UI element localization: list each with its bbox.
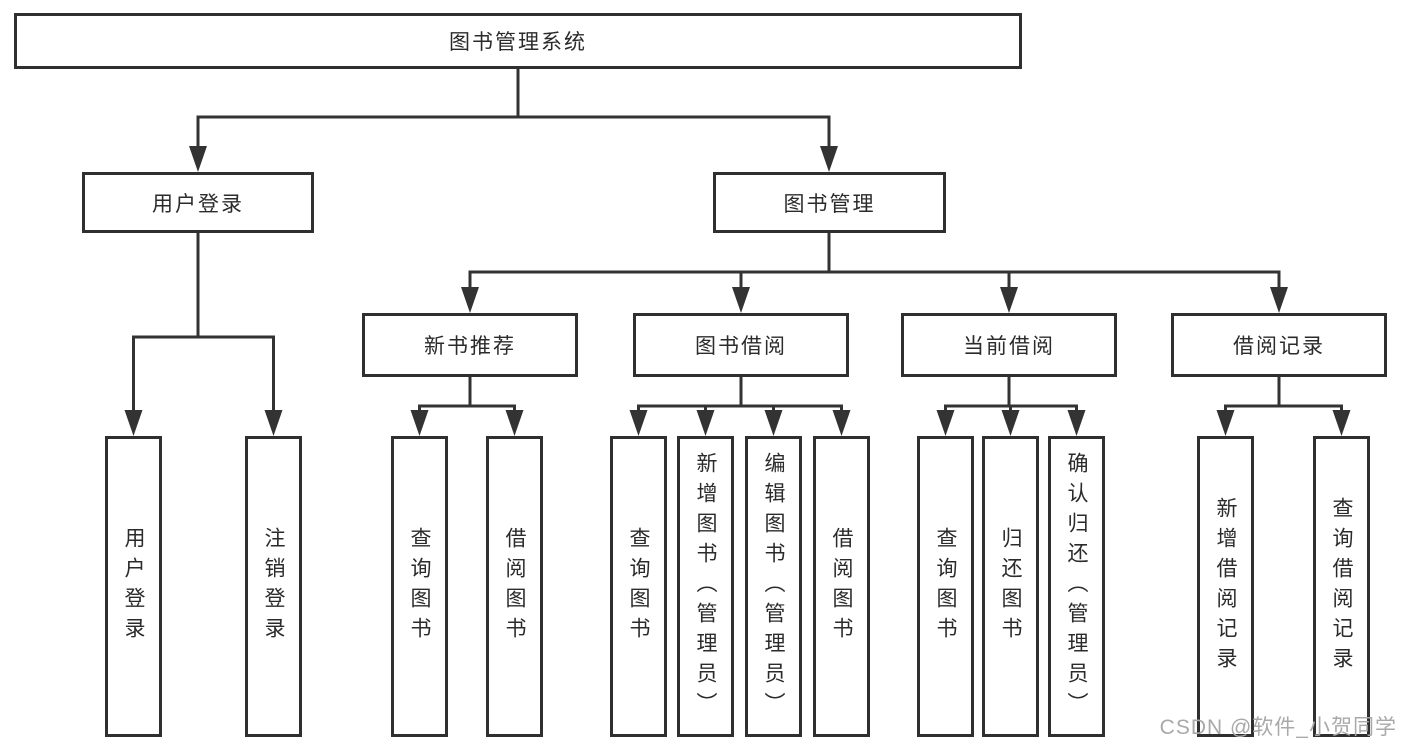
arrow-down-icon: [1001, 410, 1020, 436]
connector-current-borrow-children: [936, 377, 1086, 436]
leaf-add-borrow-record: 新增借阅记录: [1197, 436, 1254, 737]
arrow-down-icon: [732, 287, 750, 313]
csdn-watermark: CSDN @软件_小贺同学: [1159, 716, 1397, 739]
arrow-down-icon: [264, 410, 283, 436]
arrow-down-icon: [1332, 410, 1351, 436]
arrow-down-icon: [1216, 410, 1235, 436]
connector-root-to-level2: [189, 69, 838, 172]
leaf-return-book: 归还图书: [982, 436, 1039, 737]
arrow-down-icon: [1000, 287, 1018, 313]
node-borrow-records: 借阅记录: [1171, 313, 1387, 377]
node-label: 图书借阅: [695, 335, 787, 358]
arrow-down-icon: [764, 410, 783, 436]
leaf-query-book-current: 查询图书: [917, 436, 974, 737]
node-label: 图书管理: [783, 192, 876, 216]
arrow-down-icon: [1270, 287, 1288, 313]
node-label: 图书管理系统: [449, 31, 587, 54]
node-new-book-recommend: 新书推荐: [362, 313, 578, 377]
arrow-down-icon: [629, 410, 648, 436]
leaf-query-borrow-record: 查询借阅记录: [1313, 436, 1370, 737]
node-label: 借阅记录: [1233, 335, 1325, 358]
node-user-login: 用户登录: [82, 172, 314, 233]
leaf-query-book-borrow: 查询图书: [610, 436, 667, 737]
node-label: 借阅图书: [503, 526, 526, 647]
leaf-edit-book-admin: 编辑图书（管理员）: [745, 436, 802, 737]
node-label: 查询借阅记录: [1330, 496, 1353, 677]
node-label: 用户登录: [122, 526, 145, 647]
arrow-down-icon: [696, 410, 715, 436]
node-current-borrow: 当前借阅: [901, 313, 1117, 377]
leaf-add-book-admin: 新增图书（管理员）: [677, 436, 734, 737]
node-label: 确认归还（管理员）: [1065, 451, 1088, 722]
node-label: 归还图书: [999, 526, 1022, 647]
connector-user-login-children: [124, 233, 283, 436]
node-label: 借阅图书: [830, 526, 853, 647]
arrow-down-icon: [832, 410, 851, 436]
node-label: 用户登录: [152, 192, 244, 216]
arrow-down-icon: [189, 146, 207, 172]
arrow-down-icon: [1067, 410, 1086, 436]
leaf-confirm-return-admin: 确认归还（管理员）: [1048, 436, 1105, 737]
connector-book-mgmt-children: [461, 233, 1288, 313]
node-label: 新增借阅记录: [1214, 496, 1237, 677]
node-book-borrow: 图书借阅: [633, 313, 849, 377]
leaf-user-login: 用户登录: [105, 436, 162, 737]
node-label: 查询图书: [934, 526, 957, 647]
connector-borrow-record-children: [1216, 377, 1351, 436]
connector-book-borrow-children: [629, 377, 851, 436]
arrow-down-icon: [461, 287, 479, 313]
leaf-borrow-book: 借阅图书: [813, 436, 870, 737]
node-library-system: 图书管理系统: [14, 13, 1022, 69]
node-label: 新书推荐: [424, 335, 516, 358]
arrow-down-icon: [820, 146, 838, 172]
arrow-down-icon: [936, 410, 955, 436]
node-label: 编辑图书（管理员）: [762, 451, 785, 722]
leaf-borrow-book-recommend: 借阅图书: [486, 436, 543, 737]
arrow-down-icon: [124, 410, 143, 436]
node-label: 查询图书: [627, 526, 650, 647]
node-label: 当前借阅: [963, 335, 1055, 358]
node-label: 查询图书: [408, 526, 431, 647]
leaf-logout: 注销登录: [245, 436, 302, 737]
node-label: 新增图书（管理员）: [694, 451, 717, 722]
node-label: 注销登录: [262, 526, 285, 647]
leaf-query-book-recommend: 查询图书: [391, 436, 448, 737]
arrow-down-icon: [410, 410, 429, 436]
node-book-management: 图书管理: [713, 172, 946, 233]
connector-new-book-children: [410, 377, 524, 436]
arrow-down-icon: [505, 410, 524, 436]
